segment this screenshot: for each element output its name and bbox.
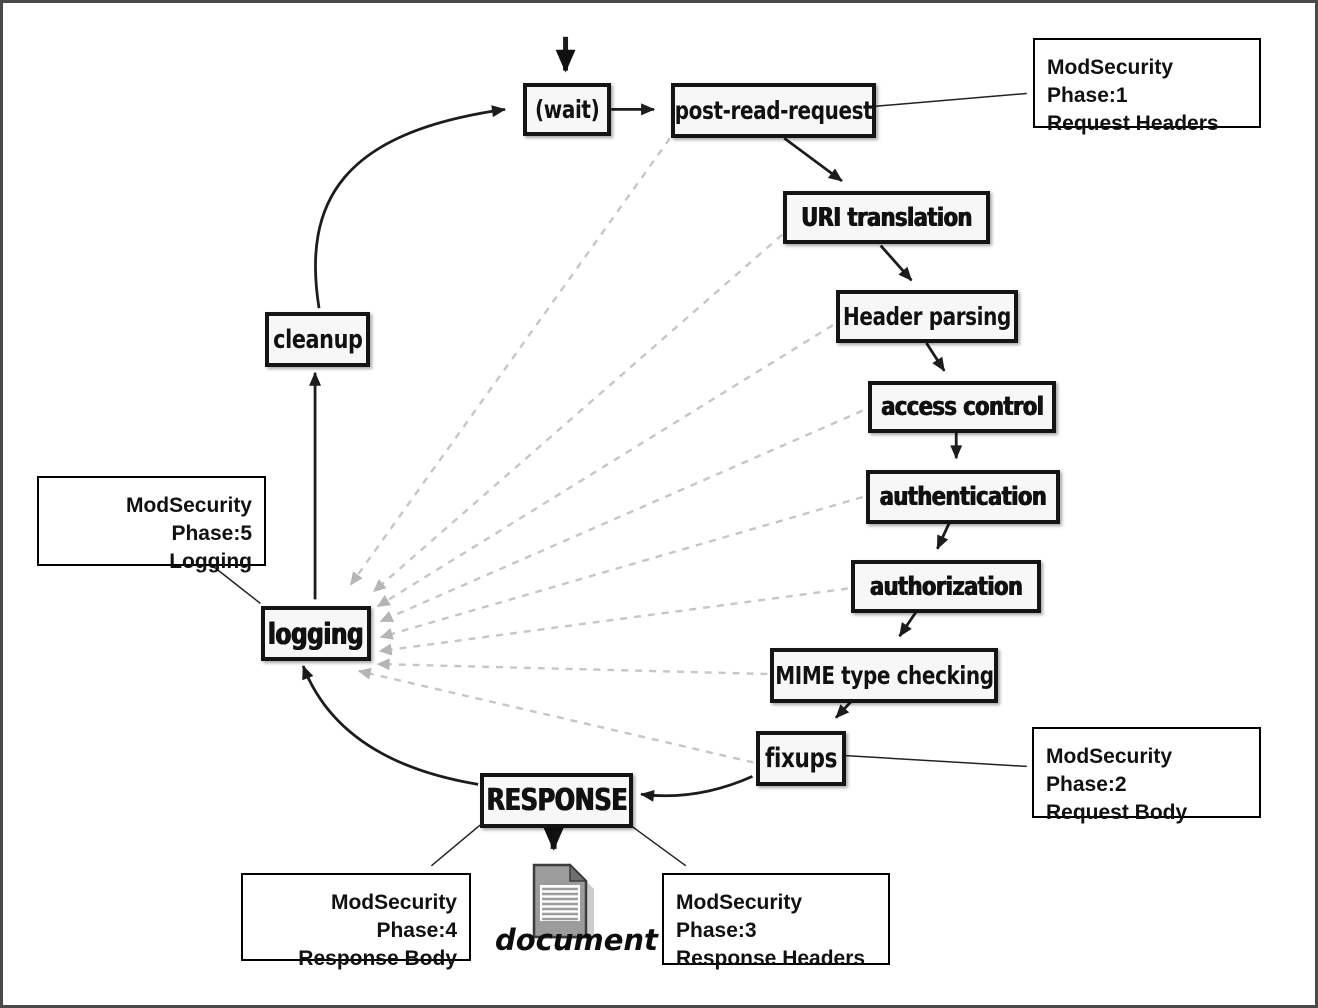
connector-phase4 bbox=[430, 824, 481, 867]
node-cleanup-label: cleanup bbox=[272, 324, 363, 355]
dashed-header-to-logging bbox=[376, 324, 834, 608]
phase4-line1: ModSecurity Phase:4 bbox=[330, 891, 457, 942]
arrow-fixups-to-response bbox=[640, 775, 754, 802]
dashed-mime-to-logging bbox=[376, 658, 768, 676]
connector-phase2 bbox=[843, 754, 1027, 768]
phase1-line1: ModSecurity Phase:1 bbox=[1047, 56, 1174, 107]
node-header-parsing: Header parsing bbox=[836, 290, 1018, 343]
node-response-label: RESPONSE bbox=[486, 783, 627, 818]
node-uri-translation-label: URI translation bbox=[801, 202, 972, 233]
node-post-read-request: post-read-request bbox=[671, 83, 876, 138]
phase4-line2: Response Body bbox=[298, 946, 457, 970]
phase5-line1: ModSecurity Phase:5 bbox=[125, 494, 252, 545]
dashed-authorization-to-logging bbox=[378, 587, 849, 656]
dashed-authentication-to-logging bbox=[379, 495, 864, 640]
phase3-line2: Response Headers bbox=[676, 946, 866, 970]
node-logging: logging bbox=[261, 606, 371, 661]
node-header-parsing-label: Header parsing bbox=[843, 302, 1011, 331]
connector-phase5 bbox=[209, 563, 261, 604]
node-response: RESPONSE bbox=[480, 773, 633, 828]
dashed-access-to-logging bbox=[379, 409, 864, 623]
node-wait-label: (wait) bbox=[534, 95, 600, 124]
phase2-line2: Request Body bbox=[1046, 800, 1188, 824]
callout-modsecurity-phase2: ModSecurity Phase:2 Request Body bbox=[1032, 727, 1261, 824]
callout-modsecurity-phase3: ModSecurity Phase:3 Response Headers bbox=[662, 873, 890, 970]
callout-connectors bbox=[209, 92, 1027, 867]
callout-modsecurity-phase1: ModSecurity Phase:1 Request Headers bbox=[1033, 38, 1261, 135]
node-mime-type-checking-label: MIME type checking bbox=[774, 661, 994, 690]
connector-phase3 bbox=[629, 824, 687, 867]
node-post-read-request-label: post-read-request bbox=[674, 96, 873, 125]
document-icon bbox=[531, 863, 603, 945]
arrow-cleanup-to-wait bbox=[314, 105, 506, 309]
node-authorization-label: authorization bbox=[869, 571, 1023, 602]
phase3-line1: ModSecurity Phase:3 bbox=[676, 891, 803, 942]
arrow-authn-to-authz bbox=[936, 522, 951, 550]
node-logging-label: logging bbox=[268, 616, 364, 651]
node-wait: (wait) bbox=[523, 83, 611, 136]
node-mime-type-checking: MIME type checking bbox=[770, 648, 998, 703]
arrow-mime-to-fixups bbox=[834, 699, 853, 719]
node-cleanup: cleanup bbox=[265, 312, 370, 367]
node-authorization: authorization bbox=[851, 560, 1041, 613]
diagram-arrows-layer bbox=[209, 36, 1027, 867]
arrow-authz-to-mime bbox=[898, 610, 918, 638]
phase2-line1: ModSecurity Phase:2 bbox=[1046, 745, 1173, 796]
node-fixups: fixups bbox=[756, 731, 846, 786]
callout-modsecurity-phase5: ModSecurity Phase:5 Logging bbox=[37, 476, 266, 573]
node-access-control: access control bbox=[868, 381, 1056, 433]
phase1-line2: Request Headers bbox=[1047, 111, 1219, 135]
node-access-control-label: access control bbox=[880, 392, 1044, 422]
connector-phase1 bbox=[873, 92, 1027, 108]
arrow-header-to-access bbox=[925, 342, 946, 372]
document-label: document bbox=[495, 923, 658, 957]
phase5-line2: Logging bbox=[169, 549, 252, 573]
node-fixups-label: fixups bbox=[764, 743, 838, 774]
arrow-uri-to-header bbox=[879, 244, 913, 282]
flow-arrows bbox=[301, 36, 963, 851]
callout-modsecurity-phase4: ModSecurity Phase:4 Response Body bbox=[241, 873, 471, 970]
dashed-uri-to-logging bbox=[372, 233, 784, 593]
arrow-response-to-logging bbox=[301, 665, 479, 786]
node-uri-translation: URI translation bbox=[783, 191, 990, 244]
dashed-fixups-to-logging bbox=[357, 667, 754, 764]
logging-dashed-arrows bbox=[349, 137, 864, 764]
arrow-postread-to-uri bbox=[783, 137, 843, 183]
node-authentication: authentication bbox=[866, 470, 1060, 524]
node-authentication-label: authentication bbox=[879, 482, 1047, 512]
dashed-post-read-to-logging bbox=[349, 137, 671, 586]
